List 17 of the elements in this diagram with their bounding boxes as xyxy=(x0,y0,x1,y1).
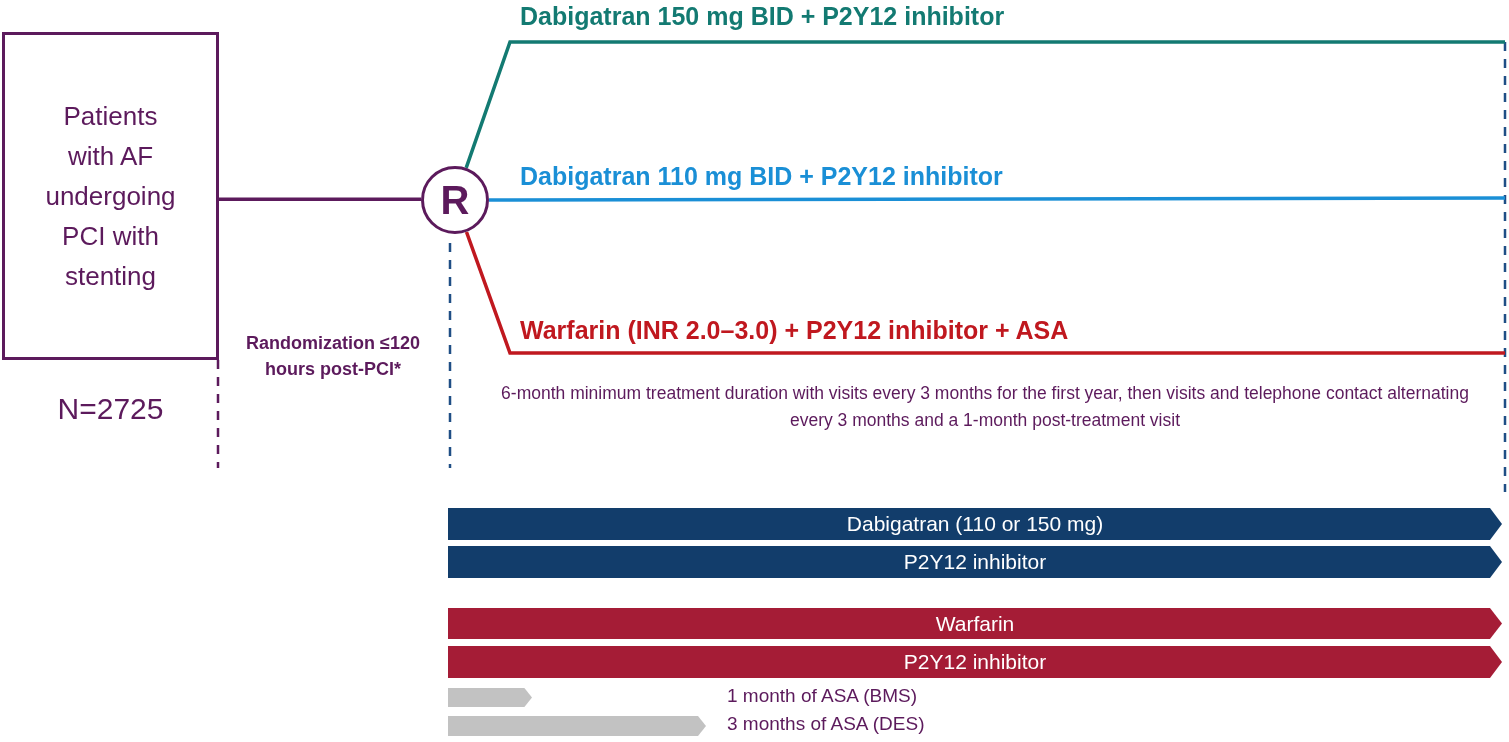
timing-note: Randomization ≤120 hours post-PCI* xyxy=(245,332,421,381)
randomization-circle: R xyxy=(421,166,489,234)
duration-bar xyxy=(448,688,532,707)
bar-caption: 1 month of ASA (BMS) xyxy=(727,684,919,708)
bar-caption: 3 months of ASA (DES) xyxy=(727,712,926,736)
treatment-duration-note: 6-month minimum treatment duration with visits every 3 months for the first year, then visits and telephone contact alternating every 3 months and a 1-month post-treatment visit xyxy=(500,382,1470,432)
duration-bar xyxy=(448,716,706,736)
process-box: Patients with AF undergoing PCI with stenting xyxy=(2,32,219,360)
connector-line xyxy=(464,231,1505,355)
connector-line xyxy=(464,40,1505,169)
sample-size-text: N=2725 xyxy=(56,392,165,426)
treatment-bar: P2Y12 inhibitor xyxy=(448,646,1502,678)
treatment-bar: Warfarin xyxy=(448,608,1502,639)
connector-line xyxy=(219,197,421,201)
connector-line xyxy=(489,196,1505,202)
treatment-bar: P2Y12 inhibitor xyxy=(448,546,1502,578)
treatment-bar: Dabigatran (110 or 150 mg) xyxy=(448,508,1502,540)
